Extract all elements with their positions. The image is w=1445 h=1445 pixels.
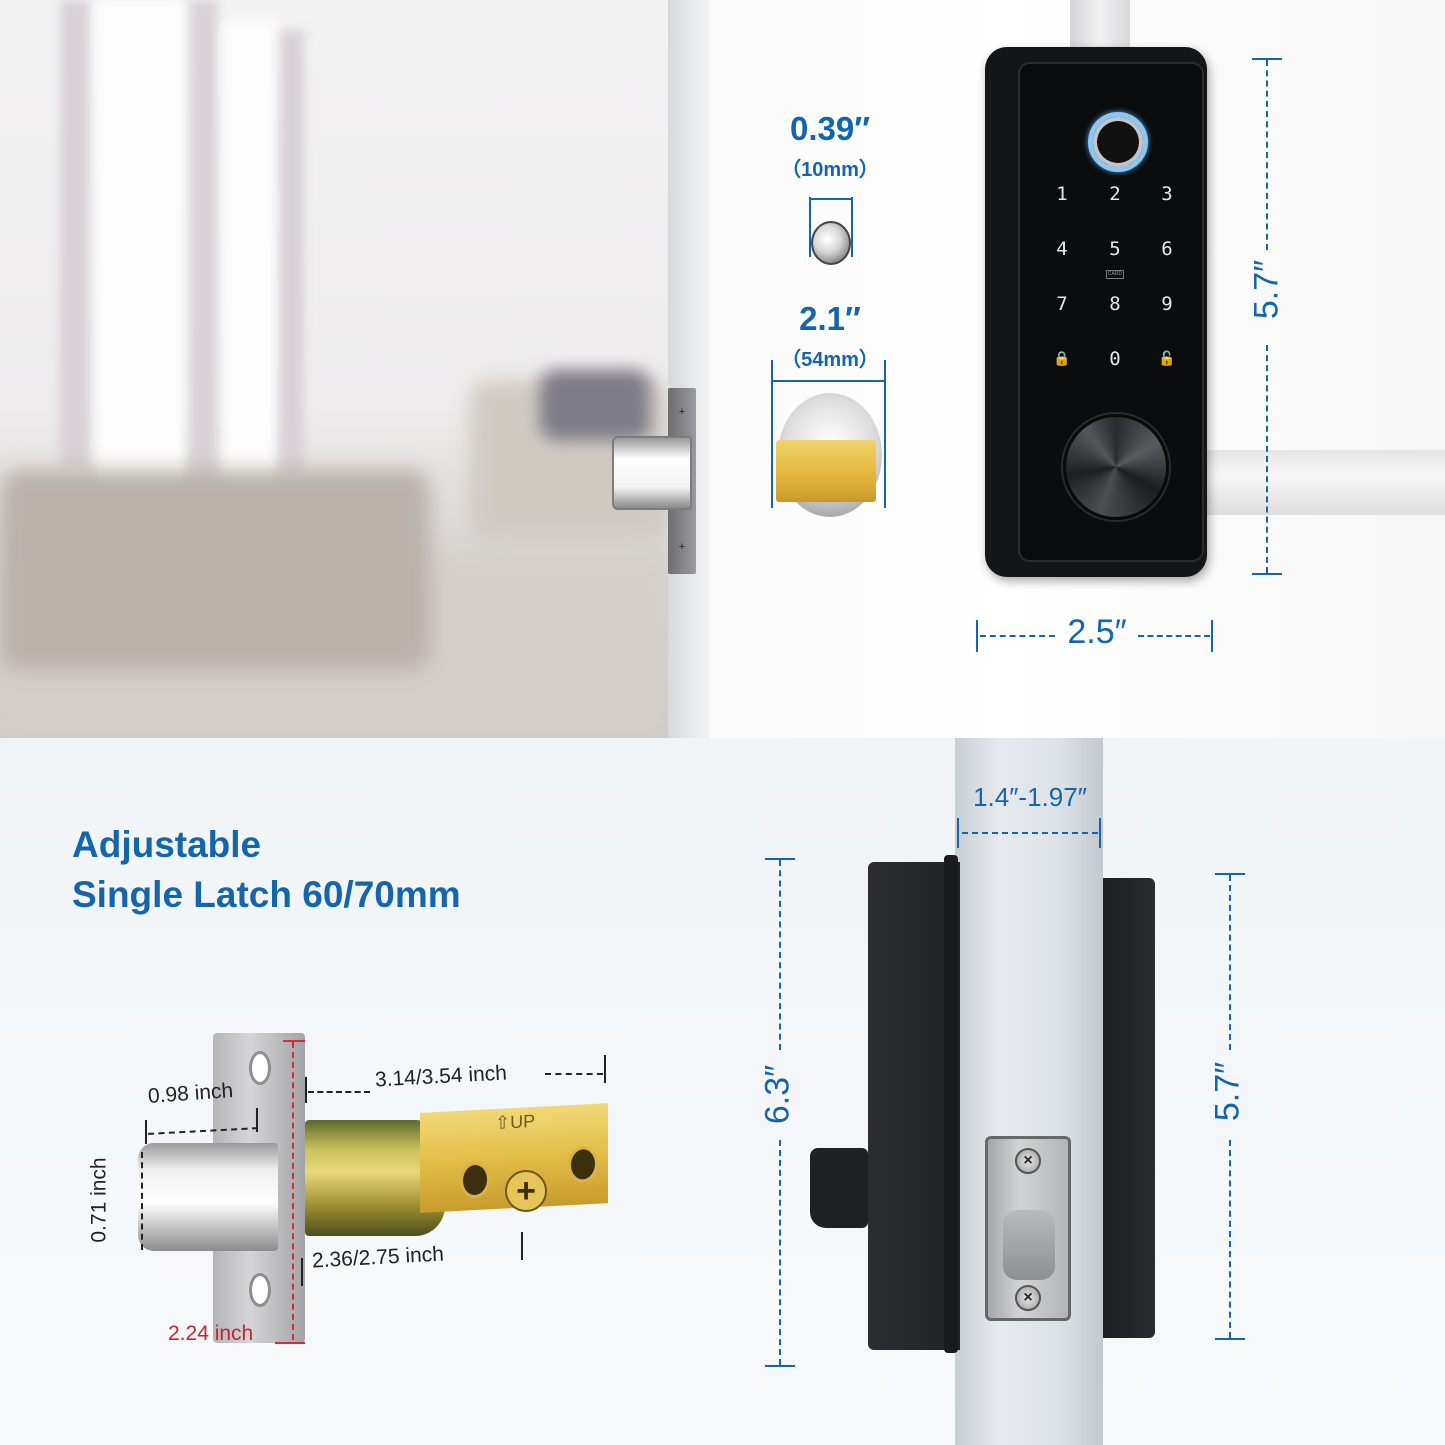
plate-screw-hole: [249, 1273, 271, 1307]
width-dimension-line: [1138, 635, 1210, 637]
thickness-line: [962, 832, 1098, 834]
backset-long-line: [308, 1091, 370, 1093]
latch-hole: [568, 1145, 598, 1184]
interior-height-label: 6.3″: [758, 1064, 797, 1125]
title-line-2: Single Latch 60/70mm: [72, 874, 461, 915]
plate-height-line: [292, 1042, 294, 1340]
bore-dimension-line: [772, 380, 886, 382]
cap-hole-inches: 0.39″: [789, 110, 871, 147]
door-cross-section: [955, 738, 1103, 1445]
blurred-room-background: [0, 0, 668, 738]
keypad-key-7: 7: [1056, 293, 1068, 315]
cap-button-illustration: [811, 221, 851, 265]
lock-width-label: 2.5″: [1067, 613, 1127, 651]
keypad-key-6: 6: [1161, 238, 1173, 260]
keypad-key-5: 5: [1109, 238, 1121, 260]
width-dimension-cap: [1211, 620, 1213, 652]
bore-hole-mm: （54mm）: [781, 349, 879, 371]
keypad-key-2: 2: [1109, 183, 1121, 205]
cushion: [540, 370, 650, 440]
interior-height-cap: [765, 1365, 795, 1367]
latch-hole: [460, 1161, 490, 1199]
thickness-tick: [957, 818, 959, 848]
backset-short-tick: [301, 1258, 303, 1286]
interior-height-line: [779, 1140, 781, 1365]
keypad-key-8: 8: [1109, 293, 1121, 315]
exterior-height-cap: [1215, 873, 1245, 875]
window-pane: [95, 0, 185, 490]
bolt-height-line: [141, 1152, 143, 1250]
width-dimension-line: [980, 635, 1055, 637]
keypad-key-4: 4: [1056, 238, 1068, 260]
keypad-key-9: 9: [1161, 293, 1173, 315]
keypad-key-1: 1: [1056, 183, 1068, 205]
window-pane: [222, 20, 277, 490]
card-reader-label: CARD: [1106, 270, 1124, 279]
interior-height-line: [779, 860, 781, 1050]
thumb-turn: [810, 1148, 868, 1228]
lock-knob: [1063, 414, 1169, 520]
cap-dimension-tick: [809, 197, 811, 257]
exterior-height-line: [1229, 875, 1231, 1050]
window-frame-right: [1205, 450, 1445, 515]
window-frame: [60, 0, 90, 470]
bolt-length-tick: [256, 1108, 258, 1132]
up-marking: ⇧UP: [495, 1110, 536, 1133]
door-thickness-label: 1.4″-1.97″: [973, 782, 1087, 812]
bolt-length-tick: [145, 1120, 147, 1144]
height-dimension-line: [1266, 345, 1268, 573]
height-dimension-line: [1266, 60, 1268, 250]
screw-icon: +: [678, 541, 686, 553]
cap-dimension-tick: [851, 197, 853, 257]
exterior-keypad-housing: [1103, 878, 1155, 1338]
latch-bolt-opening: [1003, 1210, 1055, 1280]
latch-spindle-cross-icon: +: [505, 1170, 547, 1212]
exterior-height-label: 5.7″: [1208, 1061, 1247, 1122]
bore-dimension-tick: [884, 360, 886, 508]
window-rail: [1070, 0, 1130, 48]
screw-icon: +: [678, 406, 686, 418]
backset-long-tick: [305, 1077, 307, 1103]
thickness-tick: [1099, 818, 1101, 848]
latch-brass-in-bore: [776, 440, 876, 502]
lock-key-icon: 🔒: [1053, 351, 1071, 367]
backset-long-tick: [604, 1055, 606, 1083]
exterior-height-cap: [1215, 1338, 1245, 1340]
plate-height-cap: [283, 1040, 305, 1042]
top-lifestyle-panel: + + 0.39″ （10mm） 2.1″ （54mm） 1 2 3 4 5 6…: [0, 0, 1445, 738]
plate-height-cap: [275, 1342, 305, 1344]
window-frame: [280, 30, 304, 480]
bore-hole-inches: 2.1″: [799, 300, 861, 337]
fingerprint-sensor-icon: [1088, 112, 1148, 172]
height-dimension-cap: [1252, 58, 1282, 60]
screw-icon: ×: [1015, 1148, 1041, 1174]
interior-lock-rim: [944, 855, 958, 1353]
height-dimension-cap: [1252, 573, 1282, 575]
plate-height-label: 2.24 inch: [168, 1322, 254, 1345]
backset-short-tick: [521, 1232, 523, 1260]
lock-height-label: 5.7″: [1247, 259, 1286, 320]
cap-hole-mm: （10mm）: [781, 159, 879, 181]
door-edge: [668, 0, 710, 738]
unlock-key-icon: 🔓: [1158, 351, 1176, 367]
window-frame: [190, 0, 218, 490]
latch-title: Adjustable Single Latch 60/70mm: [72, 820, 461, 920]
exterior-height-line: [1229, 1140, 1231, 1338]
screw-icon: ×: [1015, 1285, 1041, 1311]
title-line-1: Adjustable: [72, 824, 262, 865]
keypad-key-3: 3: [1161, 183, 1173, 205]
bore-dimension-tick: [771, 360, 773, 508]
keypad-key-0: 0: [1109, 348, 1121, 370]
sofa: [0, 470, 430, 670]
backset-long-line: [545, 1073, 603, 1075]
door-latch-bolt: [612, 436, 692, 510]
interior-height-cap: [765, 858, 795, 860]
cap-dimension-line: [810, 198, 852, 200]
bolt-height-label: 0.71 inch: [87, 1157, 111, 1243]
width-dimension-cap: [976, 620, 978, 652]
plate-screw-hole: [249, 1051, 271, 1085]
latch-bolt: [138, 1143, 278, 1251]
